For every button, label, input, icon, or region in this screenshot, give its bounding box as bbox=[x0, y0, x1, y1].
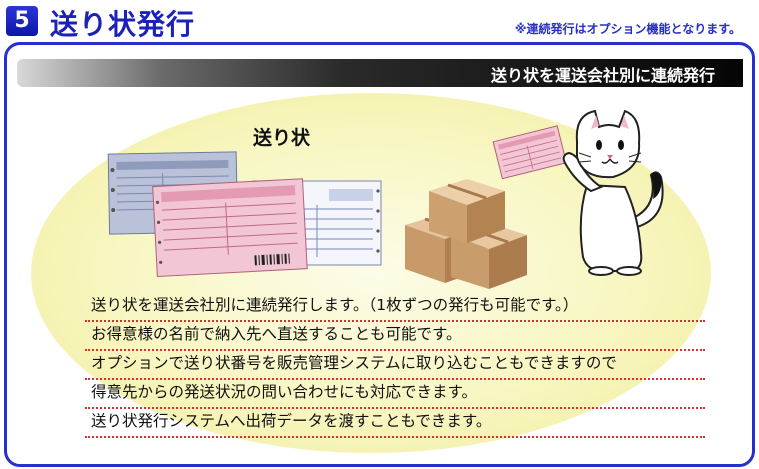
feature-line: 得意先からの発送状況の問い合わせにも対応できます。 bbox=[85, 380, 705, 409]
feature-line: 送り状を運送会社別に連続発行します。（1枚ずつの発行も可能です。） bbox=[85, 293, 705, 322]
feature-list: 送り状を運送会社別に連続発行します。（1枚ずつの発行も可能です。） お得意様の名… bbox=[85, 293, 705, 438]
content-frame: 送り状を運送会社別に連続発行 送り状 bbox=[4, 42, 755, 467]
banner-text: 送り状を運送会社別に連続発行 bbox=[490, 66, 715, 85]
slip-label: 送り状 bbox=[253, 127, 311, 149]
option-note: ※連続発行はオプション機能となります。 bbox=[514, 22, 741, 36]
feature-line: 送り状発行システムへ出荷データを渡すこともできます。 bbox=[85, 409, 705, 438]
page-title: 送り状発行 bbox=[50, 8, 196, 41]
cardboard-boxes-image bbox=[405, 179, 527, 289]
shipping-slips-image bbox=[107, 151, 382, 278]
feature-line: お得意様の名前で納入先へ直送することも可能です。 bbox=[85, 322, 705, 351]
step-number-badge: 5 bbox=[6, 6, 38, 36]
cat-mascot-image bbox=[492, 109, 664, 276]
section-banner: 送り状を運送会社別に連続発行 bbox=[17, 59, 743, 87]
feature-line: オプションで送り状番号を販売管理システムに取り込むこともできますので bbox=[85, 351, 705, 380]
